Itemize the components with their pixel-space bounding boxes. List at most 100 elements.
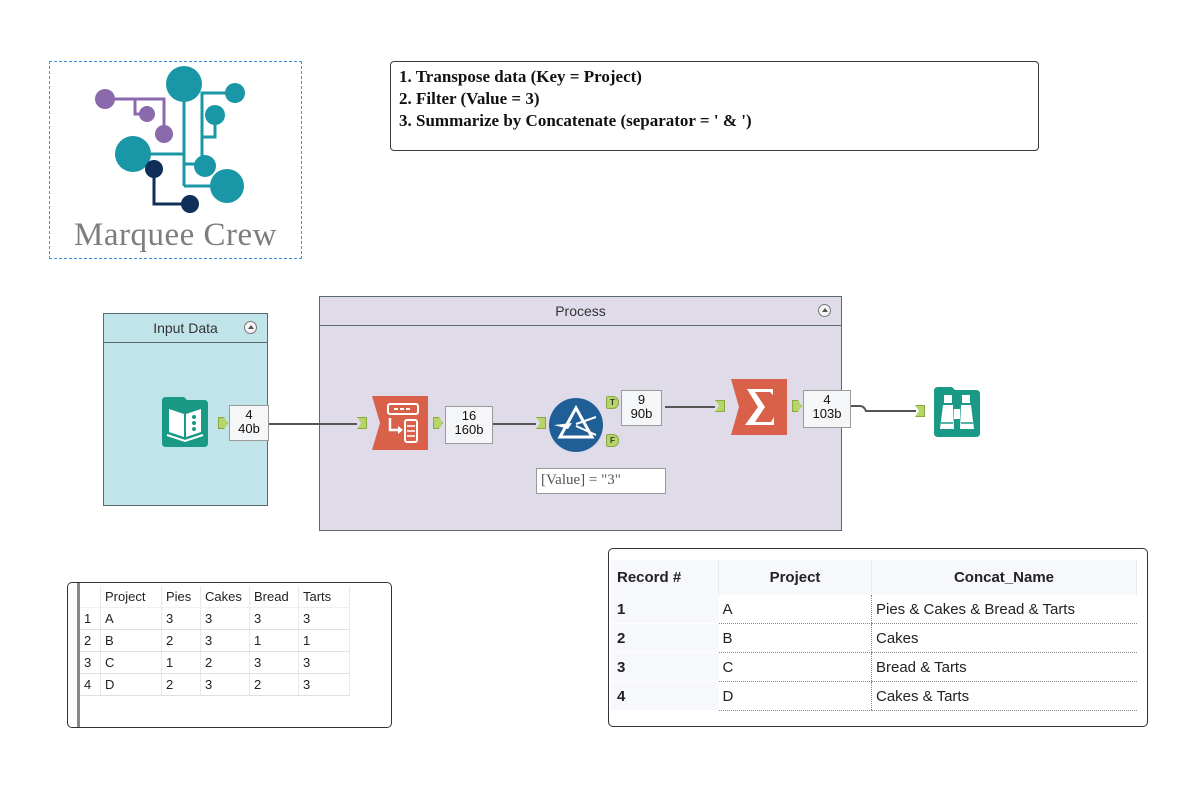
table-row: 2 B 2 3 1 1 xyxy=(80,629,350,652)
table-cell: 1 xyxy=(249,629,299,652)
table-cell: Cakes xyxy=(871,623,1137,653)
table-cell: 3 xyxy=(200,629,250,652)
column-header: Project xyxy=(100,586,162,608)
column-header: Project xyxy=(718,560,872,595)
sigma-icon xyxy=(731,379,787,435)
transpose-tool[interactable] xyxy=(372,396,428,450)
table-cell: 3 xyxy=(161,607,201,630)
input-data-table: Project Pies Cakes Bread Tarts 1 A 3 3 3… xyxy=(80,586,350,696)
column-header: Bread xyxy=(249,586,299,608)
table-cell: 2 xyxy=(161,629,201,652)
table-row: 4 D 2 3 2 3 xyxy=(80,673,350,696)
filter-prism-icon xyxy=(549,398,603,452)
table-cell: Cakes & Tarts xyxy=(871,681,1137,711)
table-cell: 3 xyxy=(298,673,350,696)
book-icon xyxy=(162,397,208,447)
table-cell: 3 xyxy=(80,651,101,674)
table-cell: B xyxy=(718,623,872,653)
table-row: 3 C 1 2 3 3 xyxy=(80,651,350,674)
input-data-preview: Project Pies Cakes Bread Tarts 1 A 3 3 3… xyxy=(67,582,392,728)
table-cell: A xyxy=(100,607,162,630)
record-number: 4 xyxy=(611,681,719,711)
column-header: Tarts xyxy=(298,586,350,608)
binoculars-icon xyxy=(934,387,980,437)
true-anchor[interactable]: T xyxy=(606,396,619,409)
connection-wire xyxy=(492,423,536,425)
record-count-badge: 4 103b xyxy=(803,390,851,428)
network-logo-icon xyxy=(95,66,245,213)
record-size: 160b xyxy=(454,422,484,437)
table-cell: 1 xyxy=(298,629,350,652)
logo-text: Marquee Crew xyxy=(73,217,277,253)
output-anchor[interactable] xyxy=(433,417,443,429)
table-row: 4 D Cakes & Tarts xyxy=(611,681,1137,711)
table-cell: 2 xyxy=(249,673,299,696)
record-number: 2 xyxy=(611,623,719,653)
false-anchor[interactable]: F xyxy=(606,434,619,447)
table-cell: 3 xyxy=(249,607,299,630)
record-size: 103b xyxy=(812,406,842,421)
collapse-icon[interactable] xyxy=(818,304,831,317)
table-header-row: Project Pies Cakes Bread Tarts xyxy=(80,586,350,608)
record-count-badge: 9 90b xyxy=(621,390,662,426)
input-anchor[interactable] xyxy=(915,405,925,417)
transpose-icon xyxy=(372,396,428,450)
table-cell: 1 xyxy=(80,607,101,630)
column-header: Concat_Name xyxy=(871,560,1137,595)
record-size: 90b xyxy=(630,406,653,421)
table-cell: D xyxy=(718,681,872,711)
table-cell: 3 xyxy=(298,607,350,630)
output-anchor[interactable] xyxy=(218,417,228,429)
record-number: 1 xyxy=(611,595,719,624)
connection-wire xyxy=(268,423,357,425)
table-cell: D xyxy=(100,673,162,696)
table-cell: 3 xyxy=(298,651,350,674)
filter-tool[interactable] xyxy=(548,397,604,453)
summarize-tool[interactable] xyxy=(731,379,787,435)
browse-tool[interactable] xyxy=(930,385,984,439)
record-count-badge: 16 160b xyxy=(445,406,493,444)
table-cell: 3 xyxy=(249,651,299,674)
input-container-title: Input Data xyxy=(153,320,218,336)
column-header: Record # xyxy=(611,560,719,595)
record-count: 4 xyxy=(823,392,831,407)
table-cell: 1 xyxy=(161,651,201,674)
table-cell: C xyxy=(718,652,872,682)
table-cell: A xyxy=(718,595,872,624)
connection-wire xyxy=(665,406,715,408)
table-header-row: Record # Project Concat_Name xyxy=(611,560,1137,595)
process-container-title: Process xyxy=(555,303,606,319)
collapse-icon[interactable] xyxy=(244,321,257,334)
note-line-3: 3. Summarize by Concatenate (separator =… xyxy=(399,111,752,130)
record-size: 40b xyxy=(238,421,260,436)
table-row: 3 C Bread & Tarts xyxy=(611,652,1137,682)
table-cell: C xyxy=(100,651,162,674)
table-cell: Pies & Cakes & Bread & Tarts xyxy=(871,595,1137,624)
record-count: 16 xyxy=(461,408,477,423)
table-left-bar xyxy=(77,583,80,727)
table-cell: 3 xyxy=(200,673,250,696)
table-row: 1 A 3 3 3 3 xyxy=(80,607,350,630)
column-header: Cakes xyxy=(200,586,250,608)
table-cell: 3 xyxy=(200,607,250,630)
table-cell: B xyxy=(100,629,162,652)
input-data-tool[interactable] xyxy=(158,395,212,449)
column-header xyxy=(80,586,101,608)
output-anchor[interactable] xyxy=(792,400,802,412)
input-container-header: Input Data xyxy=(104,314,267,343)
note-line-2: 2. Filter (Value = 3) xyxy=(399,89,540,108)
table-row: 2 B Cakes xyxy=(611,623,1137,653)
record-count-badge: 4 40b xyxy=(229,405,269,441)
connection-wire xyxy=(850,405,916,412)
record-number: 3 xyxy=(611,652,719,682)
table-row: 1 A Pies & Cakes & Bread & Tarts xyxy=(611,595,1137,624)
output-results-table: Record # Project Concat_Name 1 A Pies & … xyxy=(611,560,1137,711)
process-container-header: Process xyxy=(320,297,841,326)
table-cell: Bread & Tarts xyxy=(871,652,1137,682)
note-line-1: 1. Transpose data (Key = Project) xyxy=(399,67,642,86)
marquee-crew-logo: Marquee Crew xyxy=(49,61,302,259)
table-cell: 4 xyxy=(80,673,101,696)
column-header: Pies xyxy=(161,586,201,608)
record-count: 4 xyxy=(245,407,253,422)
workflow-notes-comment[interactable]: 1. Transpose data (Key = Project) 2. Fil… xyxy=(390,61,1039,151)
